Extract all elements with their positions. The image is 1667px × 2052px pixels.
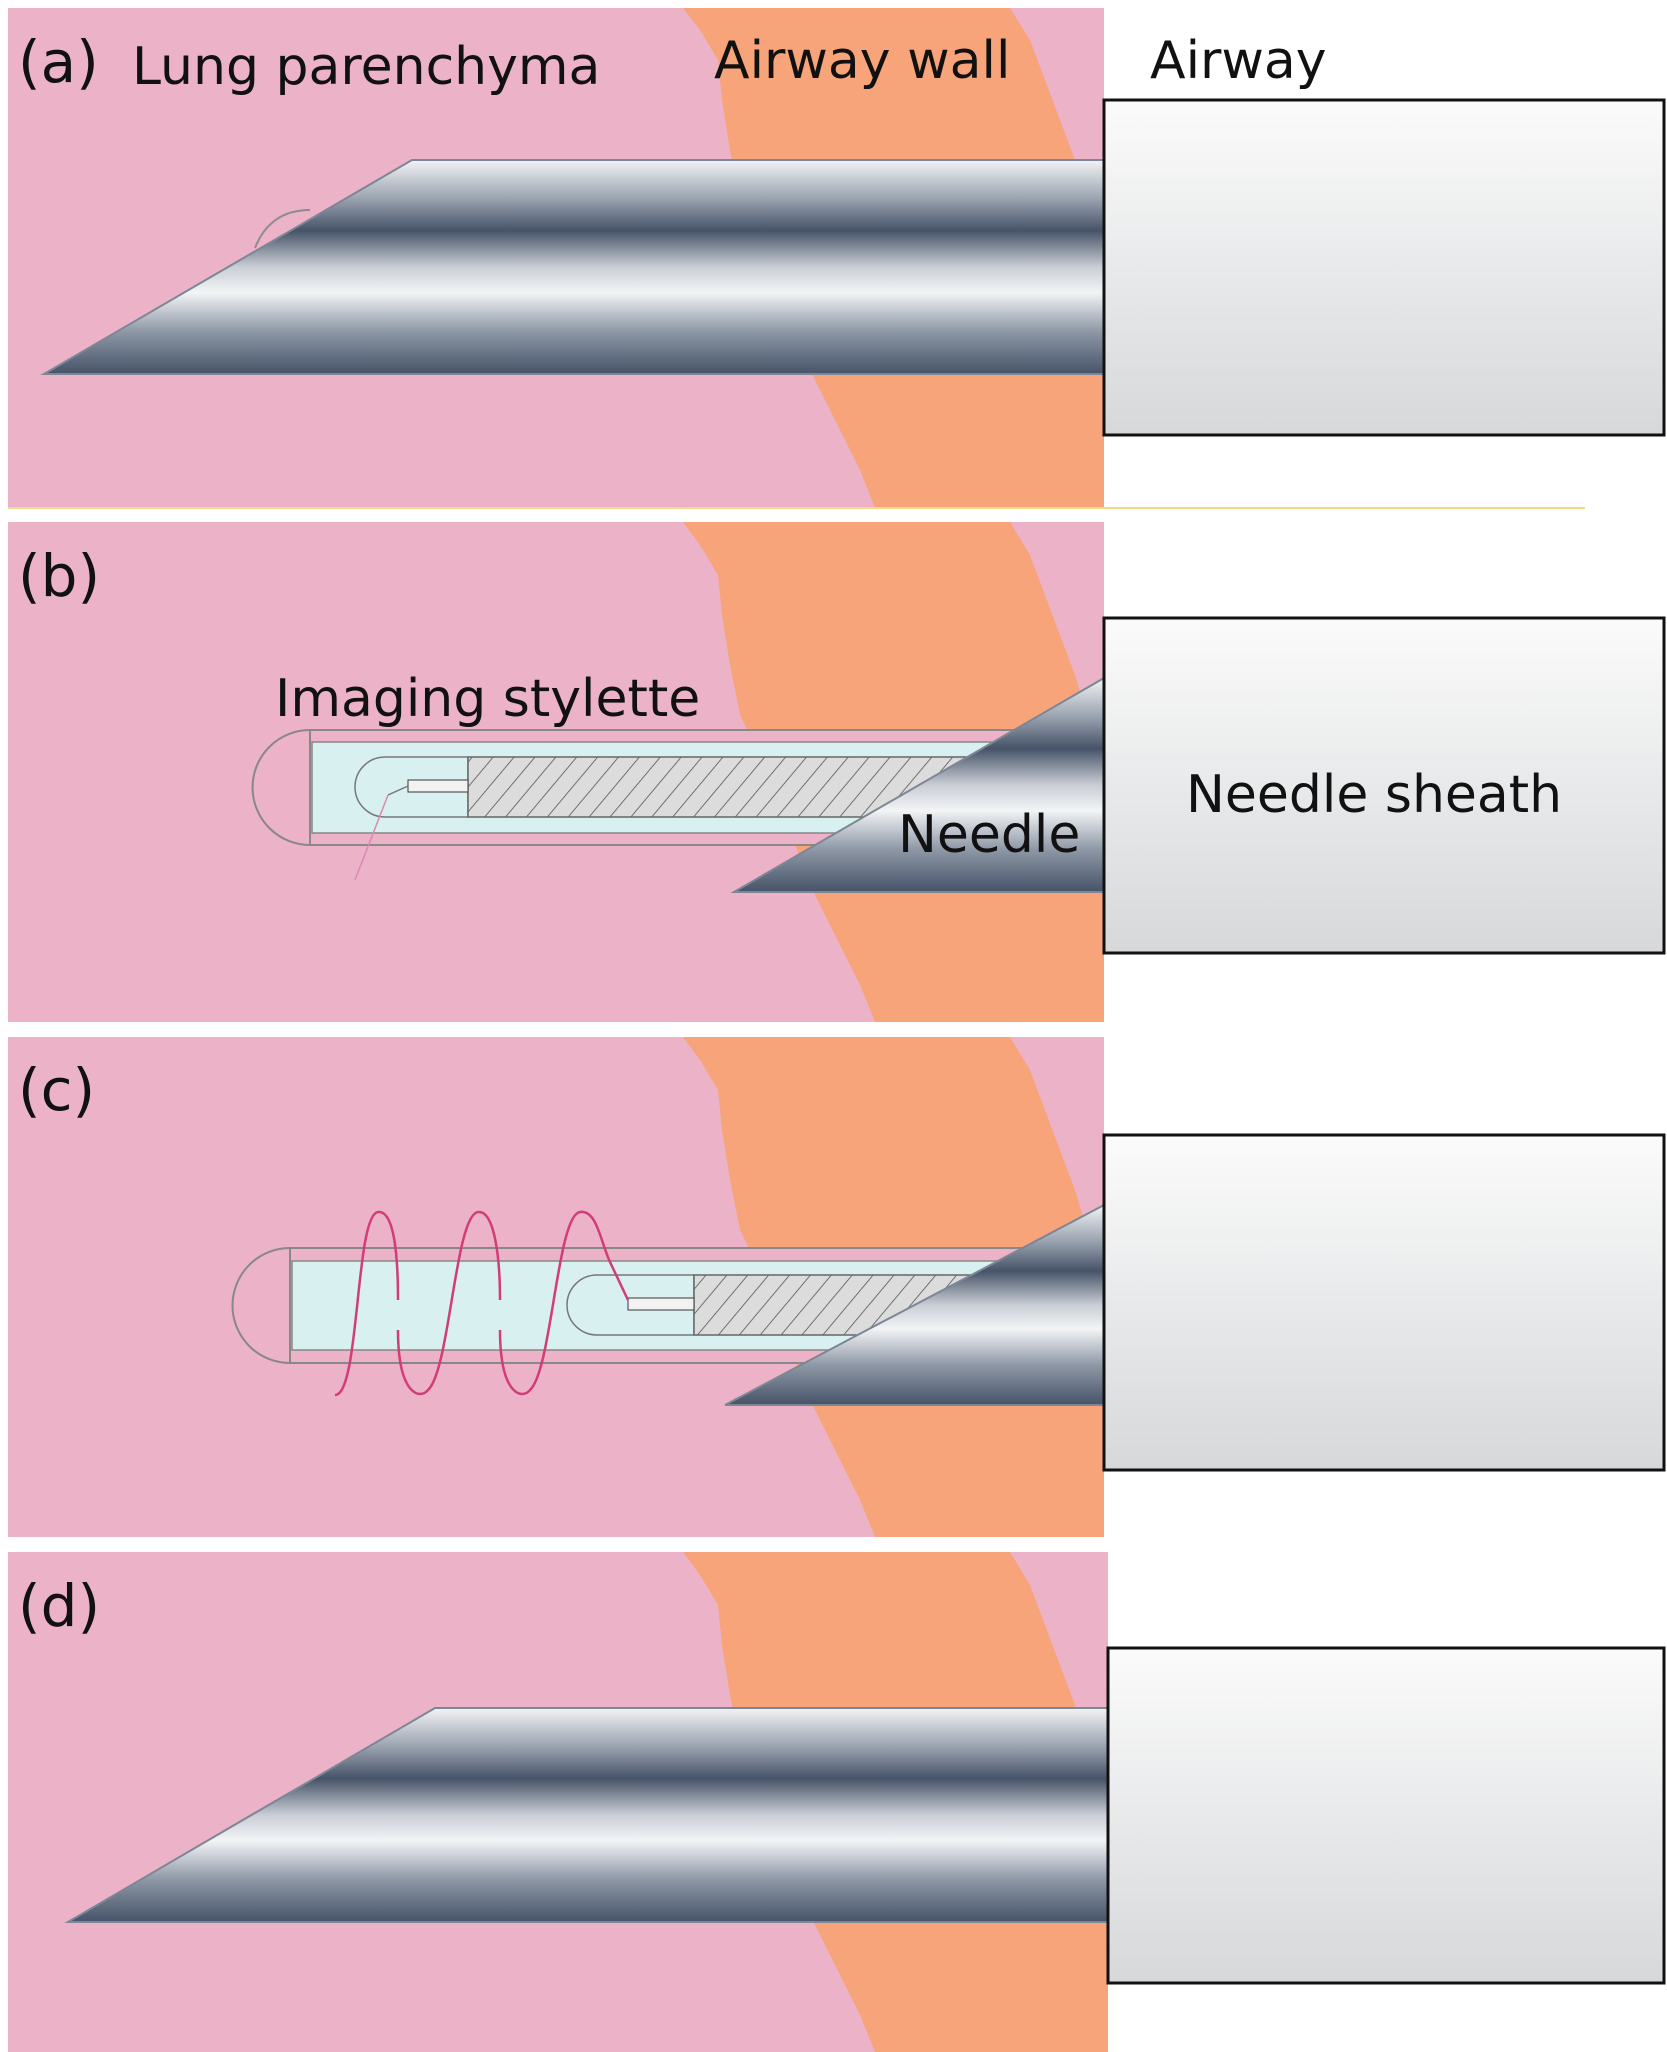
- needle-sheath: [1102, 98, 1666, 437]
- panel-b-letter: (b): [18, 542, 100, 610]
- needle-sheath: [1106, 1646, 1666, 1985]
- needle-label: Needle: [898, 805, 1080, 865]
- panel-b: (b) Imaging stylette Needle Needle sheat…: [8, 522, 1667, 1022]
- airway-wall-label: Airway wall: [714, 31, 1010, 91]
- lung-parenchyma-label: Lung parenchyma: [132, 37, 600, 97]
- needle-sheath: [1102, 616, 1666, 955]
- imaging-stylette-tip: [251, 728, 311, 847]
- panel-d-letter: (d): [18, 1572, 100, 1640]
- imaging-stylette-tip: [231, 1246, 291, 1365]
- needle-sheath-label: Needle sheath: [1186, 765, 1562, 825]
- panel-a-letter: (a): [18, 28, 99, 96]
- helical-scan-path: [334, 1210, 630, 1397]
- imaging-stylette-label: Imaging stylette: [275, 669, 700, 729]
- panel-a: (a) Lung parenchyma Airway wall Airway: [8, 8, 1667, 509]
- panel-d: (d): [8, 1552, 1667, 2052]
- needle-sheath: [1102, 1133, 1666, 1472]
- panel-c-letter: (c): [18, 1056, 95, 1124]
- airway-label: Airway: [1150, 31, 1327, 91]
- panel-c: (c): [8, 1037, 1667, 1537]
